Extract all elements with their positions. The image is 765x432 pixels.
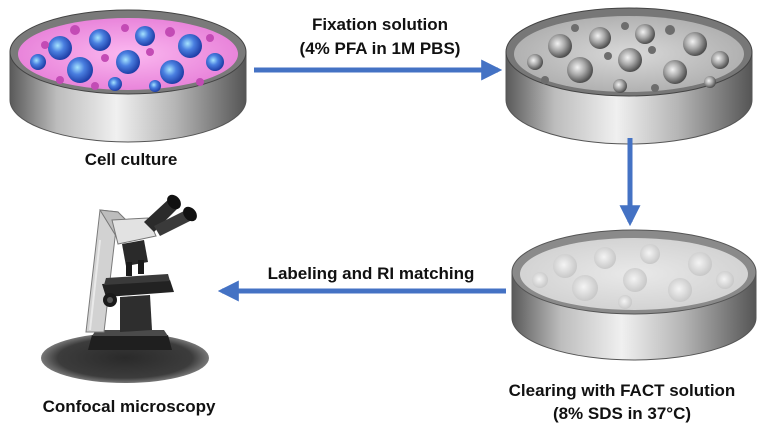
microscope-icon xyxy=(41,194,209,383)
fixation-title: Fixation solution xyxy=(312,15,448,34)
cleared-cell-cluster xyxy=(532,244,734,309)
microscopy-label: Confocal microscopy xyxy=(42,397,216,416)
clearing-title: Clearing with FACT solution xyxy=(508,381,736,400)
fixation-detail: (4% PFA in 1M PBS) xyxy=(299,39,461,58)
petri-dish-icon xyxy=(505,7,753,145)
cell-culture-label: Cell culture xyxy=(84,150,178,169)
petri-dish-icon xyxy=(9,9,247,143)
fixed-cell-cluster xyxy=(527,22,729,93)
cell-cluster xyxy=(30,24,224,92)
labeling-label: Labeling and RI matching xyxy=(267,264,475,283)
clearing-detail: (8% SDS in 37°C) xyxy=(552,404,692,423)
petri-dish-icon xyxy=(511,229,757,361)
